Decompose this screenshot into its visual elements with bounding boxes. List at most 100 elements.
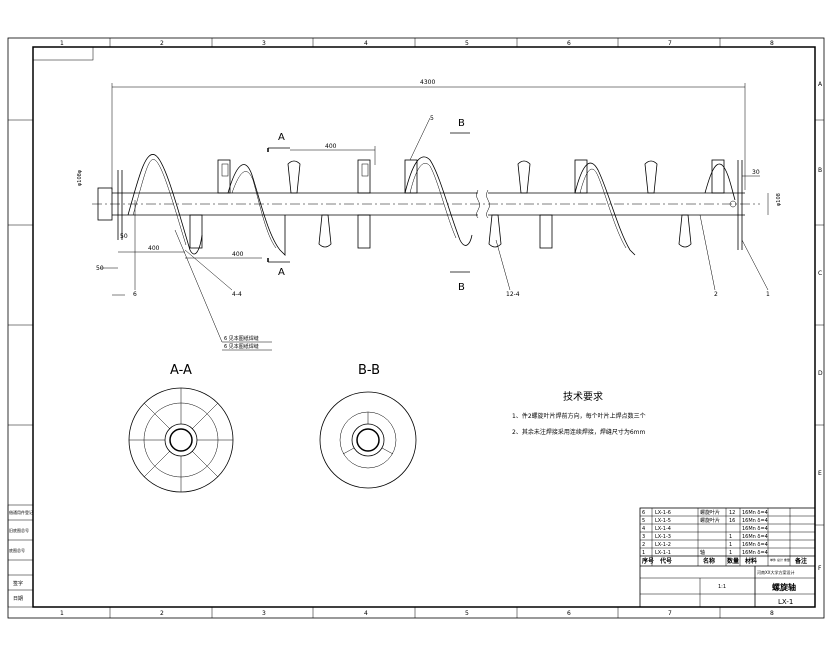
callout-6: 6 bbox=[133, 291, 137, 298]
left-side-table: 借通用件登记 旧底图总号 底图总号 签字 日期 bbox=[7, 504, 34, 608]
helix-flight-4 bbox=[574, 162, 636, 256]
bom-r6-c4: 1 bbox=[729, 550, 732, 556]
weld-note-2: 6 见本图纸焊缝 bbox=[224, 343, 259, 350]
outer-frame bbox=[7, 37, 825, 619]
section-b-label-bottom: B bbox=[458, 282, 465, 293]
callout-2: 2 bbox=[714, 291, 718, 298]
side-label-2: 旧底图总号 bbox=[9, 527, 29, 533]
bom-r1-c5: 16Mn δ=4 bbox=[742, 510, 768, 516]
helix-flight-3 bbox=[404, 156, 473, 246]
title-drawing-name: 螺旋轴 bbox=[772, 582, 796, 592]
grid-col-3: 3 bbox=[262, 40, 266, 47]
bom-r6-c1: 1 bbox=[642, 550, 645, 556]
section-a-label-bottom: A bbox=[278, 267, 285, 278]
bom-r4-c4: 1 bbox=[729, 534, 732, 540]
grid-col-2-bottom: 2 bbox=[160, 610, 164, 617]
dim-right-1: 30 bbox=[752, 169, 760, 176]
bom-header-material: 材料 bbox=[744, 557, 757, 565]
screw-shaft-main-view: 4300 bbox=[77, 79, 782, 351]
grid-col-2: 2 bbox=[160, 40, 164, 47]
paddles-bottom bbox=[189, 214, 692, 249]
section-a-title: A-A bbox=[170, 363, 192, 378]
grid-row-f: F bbox=[818, 565, 822, 572]
inner-border bbox=[32, 46, 816, 608]
tech-req-item-1: 1、件2螺旋叶片焊前方向，每个叶片上焊点数三个 bbox=[512, 412, 646, 420]
grid-col-5-bottom: 5 bbox=[465, 610, 469, 617]
section-b-title: B-B bbox=[358, 363, 380, 378]
helix-flight-5 bbox=[704, 163, 736, 201]
bom-r6-c5: 16Mn δ=4 bbox=[742, 550, 768, 556]
bom-header-qty: 数量 bbox=[727, 557, 739, 565]
right-pin-hole bbox=[729, 200, 737, 208]
grid-row-b: B bbox=[818, 167, 822, 174]
grid-row-d: D bbox=[818, 370, 823, 377]
dim-start-text: 400 bbox=[148, 245, 160, 252]
bom-r2-c4: 16 bbox=[729, 518, 735, 524]
grid-col-5: 5 bbox=[465, 40, 469, 47]
bom-r4-c1: 3 bbox=[642, 534, 645, 540]
weld-note-1: 6 见本图纸焊缝 bbox=[224, 335, 259, 342]
section-b-label-top: B bbox=[458, 118, 465, 129]
dim-left-vertical: φ108φ bbox=[77, 169, 83, 186]
grid-col-7: 7 bbox=[668, 40, 672, 47]
bom-r5-c5: 16Mn δ=4 bbox=[742, 542, 768, 548]
bom-r1-c1: 6 bbox=[642, 510, 645, 516]
callout-1: 1 bbox=[766, 291, 770, 298]
title-drawing-number: LX-1 bbox=[778, 598, 793, 606]
bom-r5-c2: LX-1-2 bbox=[655, 542, 671, 548]
bom-header-no: 序号 bbox=[641, 557, 654, 565]
bom-r4-c5: 16Mn δ=4 bbox=[742, 534, 768, 540]
title-scale: 1:1 bbox=[718, 584, 726, 590]
grid-col-8-bottom: 8 bbox=[770, 610, 774, 617]
side-label-3: 底图总号 bbox=[9, 547, 25, 553]
grid-col-4-bottom: 4 bbox=[364, 610, 368, 617]
bom-header-name: 名称 bbox=[703, 557, 715, 565]
bom-r1-c2: LX-1-6 bbox=[655, 510, 671, 516]
bom-r6-c3: 轴 bbox=[700, 549, 705, 556]
dim-left-2-text: 50 bbox=[120, 233, 128, 240]
bom-header-weight: 单件 总计 重量 bbox=[770, 557, 790, 562]
side-label-5: 日期 bbox=[13, 596, 23, 602]
paddles-top bbox=[217, 159, 725, 194]
tech-req-item-2: 2、其余未注焊接采用连续焊接，焊缝尺寸为6mm bbox=[512, 428, 645, 436]
grid-row-a: A bbox=[818, 81, 823, 88]
tech-req-title: 技术要求 bbox=[563, 390, 603, 403]
bom-r2-c1: 5 bbox=[642, 518, 645, 524]
corner-box bbox=[32, 46, 94, 61]
tech-requirements: 技术要求 1、件2螺旋叶片焊前方向，每个叶片上焊点数三个 2、其余未注焊接采用连… bbox=[512, 390, 646, 436]
callout-5: 5 bbox=[430, 115, 434, 122]
bom-header-code: 代号 bbox=[659, 557, 672, 565]
bom-r3-c2: LX-1-4 bbox=[655, 526, 671, 532]
grid-col-8: 8 bbox=[770, 40, 774, 47]
bottom-grid-marks: 1 2 3 4 5 6 7 8 bbox=[60, 607, 774, 618]
grid-col-7-bottom: 7 bbox=[668, 610, 672, 617]
pitch-dim-text: 400 bbox=[325, 143, 337, 150]
left-end-boss bbox=[97, 187, 113, 221]
bom-r2-c2: LX-1-5 bbox=[655, 518, 671, 524]
bom-r4-c2: LX-1-3 bbox=[655, 534, 671, 540]
bom-r5-c1: 2 bbox=[642, 542, 645, 548]
section-b-b-view: B-B bbox=[319, 363, 417, 489]
grid-row-e: E bbox=[818, 470, 822, 477]
bom-table: 6 LX-1-6 螺旋叶片 12 16Mn δ=4 5 LX-1-5 螺旋叶片 … bbox=[639, 507, 816, 608]
bom-header-remark: 备注 bbox=[794, 557, 807, 565]
section-a-label-top: A bbox=[278, 132, 285, 143]
bom-r3-c5: 16Mn δ=4 bbox=[742, 526, 768, 532]
break-mark-right bbox=[486, 189, 490, 219]
dim-right-2: φ108 bbox=[776, 193, 782, 206]
overall-dim-text: 4300 bbox=[420, 79, 435, 86]
bom-r1-c3: 螺旋叶片 bbox=[700, 509, 720, 516]
side-label-1: 借通用件登记 bbox=[9, 509, 33, 515]
grid-col-1-bottom: 1 bbox=[60, 610, 64, 617]
grid-col-6-bottom: 6 bbox=[567, 610, 571, 617]
callout-thick: 12-4 bbox=[506, 291, 520, 298]
bom-r2-c3: 螺旋叶片 bbox=[700, 517, 720, 524]
grid-col-3-bottom: 3 bbox=[262, 610, 266, 617]
section-a-a-view: A-A bbox=[128, 363, 234, 493]
bom-r2-c5: 16Mn δ=4 bbox=[742, 518, 768, 524]
side-grid-marks: A B C D E F bbox=[8, 81, 824, 572]
bom-r5-c4: 1 bbox=[729, 542, 732, 548]
top-grid-marks: 1 2 3 4 5 6 7 8 bbox=[60, 38, 774, 47]
title-school: 河南XX大学方案设计 bbox=[757, 569, 794, 575]
